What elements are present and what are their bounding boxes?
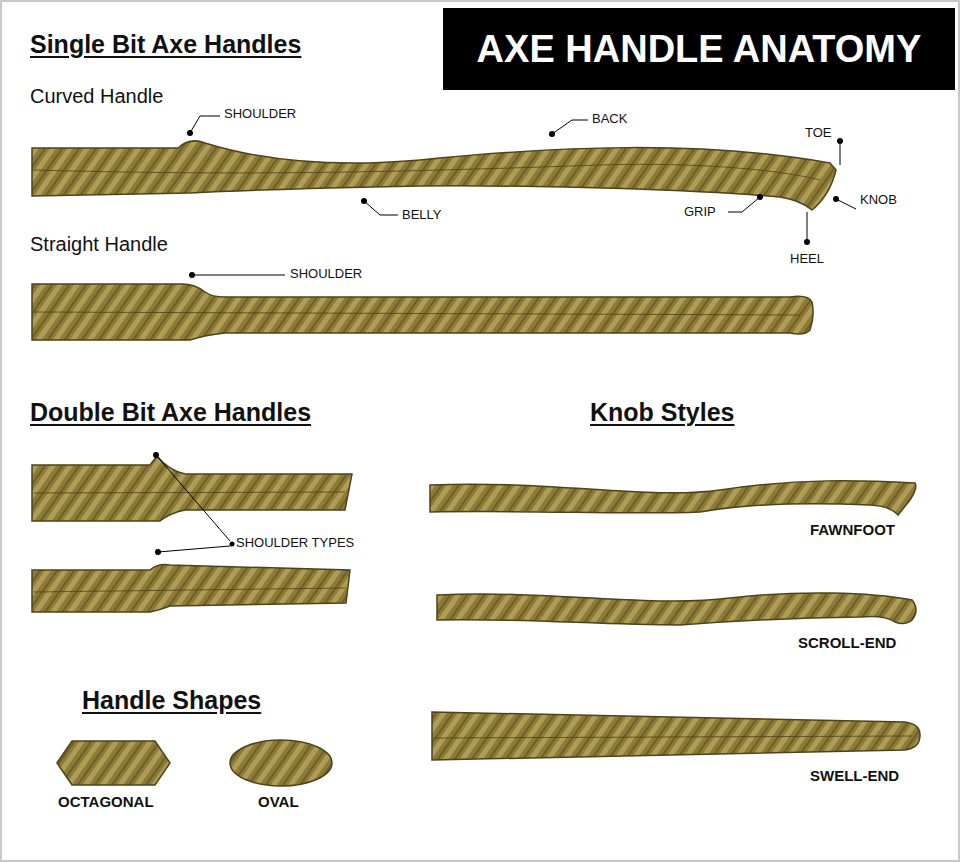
- leader-line: [364, 201, 398, 215]
- section-heading: Double Bit Axe Handles: [30, 398, 311, 427]
- octagonal-section: [57, 741, 170, 785]
- shape-name: OCTAGONAL: [58, 793, 154, 810]
- part-name: BACK: [592, 112, 627, 127]
- leader-dot: [804, 239, 810, 245]
- scroll-end-handle: [437, 593, 916, 625]
- title: AXE HANDLE ANATOMY: [443, 8, 955, 90]
- grain-line: [34, 492, 345, 493]
- leader-line: [190, 116, 220, 133]
- leader-dot: [757, 194, 763, 200]
- part-name: SHOULDER: [290, 267, 362, 282]
- grain-line: [34, 588, 346, 592]
- leader-line: [807, 212, 808, 242]
- leader-line: [836, 199, 856, 209]
- subheading: Curved Handle: [30, 85, 163, 108]
- section-heading: Single Bit Axe Handles: [30, 30, 301, 59]
- knob-style-name: SCROLL-END: [798, 634, 896, 651]
- knob-style-name: FAWNFOOT: [810, 521, 895, 538]
- leader-line: [158, 546, 230, 552]
- curved-handle: [32, 141, 836, 210]
- oval-section: [230, 740, 332, 786]
- straight-handle: [32, 284, 813, 340]
- part-name: SHOULDER TYPES: [236, 536, 354, 551]
- leader-line: [838, 141, 840, 165]
- leader-dot: [549, 131, 555, 137]
- leader-dot: [833, 196, 839, 202]
- leader-line: [552, 120, 588, 134]
- swell-end-handle: [432, 712, 920, 760]
- title-bar: [443, 8, 955, 90]
- double-bit-handle: [32, 456, 352, 521]
- part-name: BELLY: [402, 208, 442, 223]
- part-name: SHOULDER: [224, 107, 296, 122]
- double-bit-handle: [32, 565, 350, 612]
- part-name: KNOB: [860, 193, 897, 208]
- grain-line: [34, 312, 800, 315]
- grain-line: [434, 736, 912, 738]
- leader-dot: [230, 542, 235, 547]
- grain-line: [34, 164, 820, 180]
- leader-dot: [189, 272, 195, 278]
- part-name: TOE: [805, 126, 832, 141]
- leader-dot: [155, 549, 161, 555]
- leader-dot: [837, 138, 843, 144]
- section-heading: Knob Styles: [590, 398, 734, 427]
- leader-line: [192, 275, 285, 276]
- leader-line: [728, 197, 760, 212]
- leader-dot: [187, 130, 193, 136]
- leader-dot: [361, 198, 367, 204]
- fawnfoot-handle: [430, 481, 916, 515]
- subheading: Straight Handle: [30, 233, 168, 256]
- leader-dot: [153, 452, 159, 458]
- knob-style-name: SWELL-END: [810, 767, 899, 784]
- section-heading: Handle Shapes: [82, 686, 261, 715]
- part-name: GRIP: [684, 205, 716, 220]
- part-name: HEEL: [790, 252, 824, 267]
- shape-name: OVAL: [258, 793, 299, 810]
- leader-line: [156, 455, 230, 541]
